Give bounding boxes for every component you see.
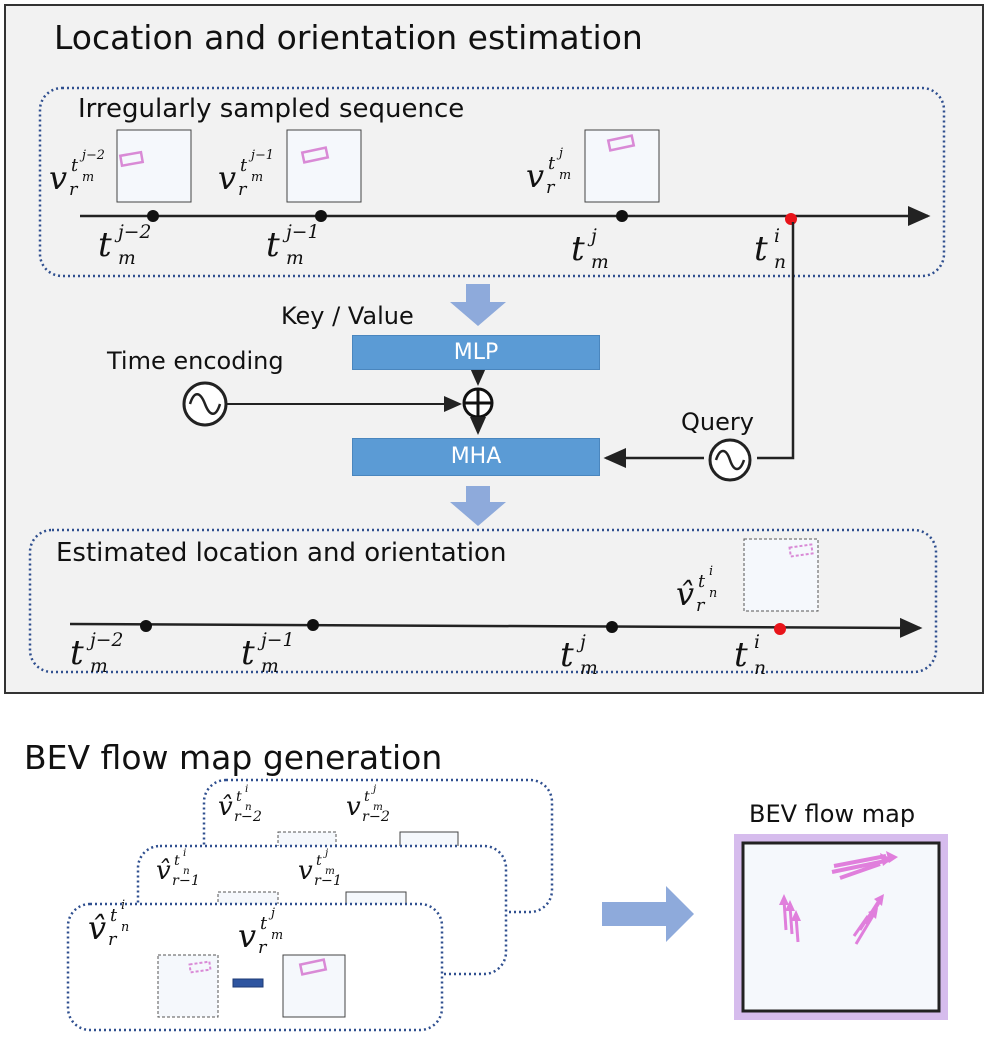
flow-map-glow (734, 834, 948, 1020)
panel-title-bottom: BEV flow map generation (24, 738, 443, 777)
big-arrow-down-1 (450, 284, 506, 326)
point-output-1 (140, 620, 152, 632)
point-output-query (774, 623, 786, 635)
point-output-3 (606, 621, 618, 633)
group-output-label: Estimated location and orientation (56, 538, 507, 568)
frame-front-thumb-right-box (298, 958, 328, 976)
group-input-label: Irregularly sampled sequence (78, 94, 465, 124)
mha-block: MHA (352, 438, 600, 476)
group-input-sequence (38, 86, 946, 278)
flow-map-label: BEV flow map (749, 800, 916, 828)
big-arrow-down-2 (450, 486, 506, 526)
frame-front-thumb-left-box (188, 960, 212, 974)
flow-arrows-right (852, 894, 884, 945)
point-output-2 (307, 619, 319, 631)
frame-front-thumb-left (157, 954, 219, 1018)
flow-arrows-left (779, 894, 801, 943)
thumb-input-1-box (118, 150, 145, 168)
time-encoding-label: Time encoding (107, 347, 284, 375)
thumb-input-3-box (606, 134, 636, 152)
thumb-input-3 (584, 129, 660, 203)
thumb-output (743, 538, 819, 612)
thumb-output-box (788, 543, 814, 558)
key-value-label: Key / Value (281, 302, 414, 330)
minus-operator (232, 978, 264, 988)
mlp-block: MLP (352, 335, 600, 370)
flow-arrows-top (831, 851, 898, 880)
panel-title-top: Location and orientation estimation (54, 18, 643, 57)
thumb-input-2 (286, 129, 362, 203)
big-arrow-right (602, 886, 694, 942)
query-label: Query (681, 408, 754, 436)
query-line (757, 222, 795, 460)
point-input-2 (315, 210, 327, 222)
thumb-input-1 (116, 129, 192, 203)
thumb-input-2-box (300, 146, 330, 164)
point-input-3 (616, 210, 628, 222)
point-input-1 (147, 210, 159, 222)
point-input-query (785, 213, 797, 225)
timeline-output (69, 617, 923, 638)
group-output-estimate (28, 528, 938, 674)
frame-front-thumb-right (282, 954, 346, 1018)
